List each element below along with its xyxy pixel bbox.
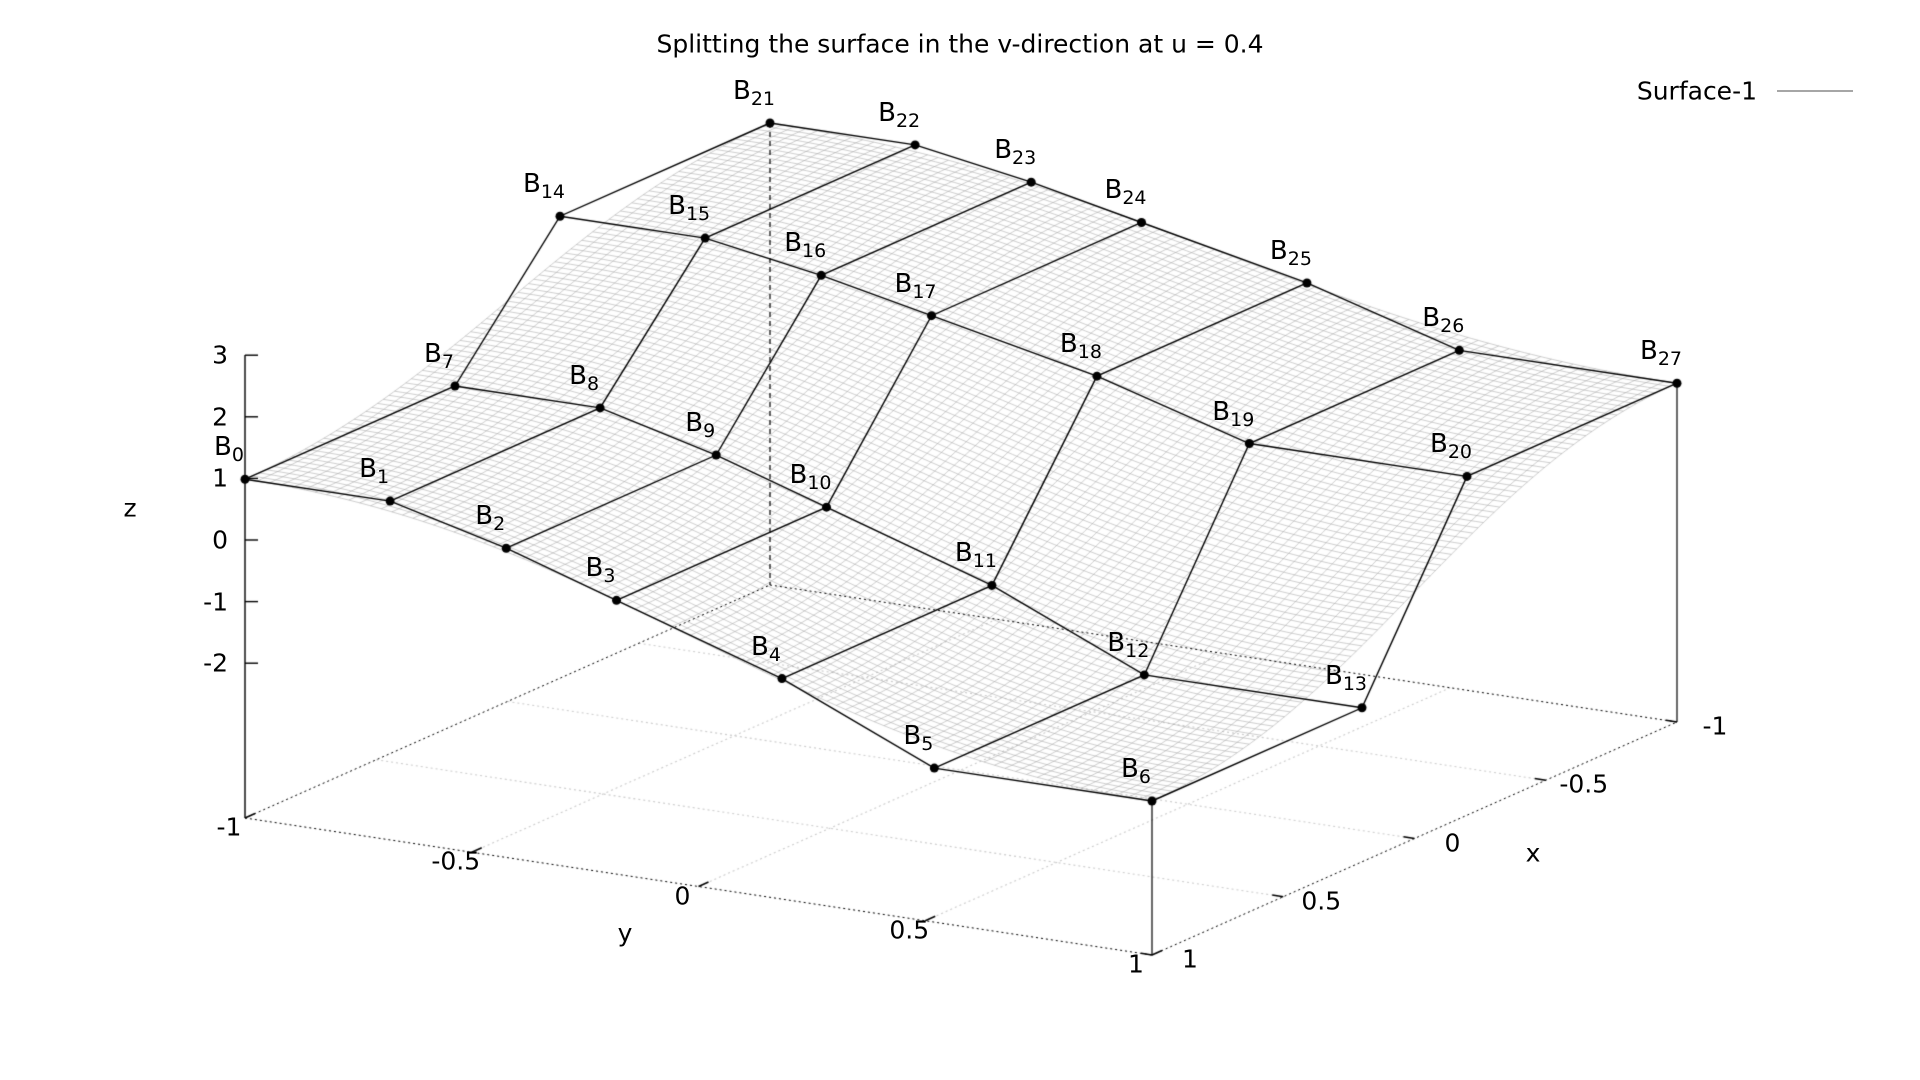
z-tick-label-2: 2 xyxy=(212,402,228,432)
control-point-label-B13: B13 xyxy=(1324,660,1368,695)
control-point-label-B24: B24 xyxy=(1104,175,1147,210)
y-tick-label-0.5: 0.5 xyxy=(889,915,930,945)
control-point-label-B27: B27 xyxy=(1639,336,1683,371)
y-tick-label-0: 0 xyxy=(674,881,691,910)
x-tick-label-0: 0 xyxy=(1444,828,1461,857)
legend-label-surface-1: Surface-1 xyxy=(1636,76,1757,106)
control-point-label-B8: B8 xyxy=(569,360,600,396)
control-point-label-B7: B7 xyxy=(424,339,454,374)
control-point-label-B20: B20 xyxy=(1429,429,1473,464)
z-tick-label-0: 0 xyxy=(212,525,228,555)
control-point-label-B22: B22 xyxy=(878,97,921,133)
y-tick-label--1: -1 xyxy=(216,812,242,842)
control-point-label-B21: B21 xyxy=(732,76,776,111)
control-point-label-B12: B12 xyxy=(1107,627,1150,663)
y-tick-label--0.5: -0.5 xyxy=(431,846,481,876)
z-axis-label: z xyxy=(123,493,137,523)
z-tick-label--1: -1 xyxy=(203,587,228,617)
control-point-label-B6: B6 xyxy=(1121,754,1151,789)
control-point-label-B4: B4 xyxy=(750,631,781,666)
x-axis-label: x xyxy=(1525,838,1541,868)
control-point-label-B19: B19 xyxy=(1212,396,1255,431)
x-tick-label--1: -1 xyxy=(1702,711,1728,741)
x-tick-label--0.5: -0.5 xyxy=(1559,769,1609,799)
control-point-label-B17: B17 xyxy=(894,268,937,303)
control-point-label-B15: B15 xyxy=(668,191,711,226)
control-point-label-B23: B23 xyxy=(994,135,1037,170)
z-tick-label-1: 1 xyxy=(212,463,228,493)
z-tick-label-3: 3 xyxy=(212,340,228,370)
control-point-label-B9: B9 xyxy=(685,408,716,443)
chart-title: Splitting the surface in the v-direction… xyxy=(656,29,1264,59)
control-point-label-B2: B2 xyxy=(475,501,506,536)
control-point-label-B14: B14 xyxy=(522,169,566,204)
control-point-label-B0: B0 xyxy=(214,432,244,467)
control-point-label-B18: B18 xyxy=(1059,329,1102,364)
x-tick-label-0.5: 0.5 xyxy=(1301,886,1342,916)
control-point-label-B25: B25 xyxy=(1269,235,1312,271)
z-tick-label--2: -2 xyxy=(203,648,228,678)
legend-line-sample xyxy=(1777,90,1853,92)
x-tick-label-1: 1 xyxy=(1182,944,1198,974)
control-point-label-B16: B16 xyxy=(784,228,827,263)
control-point-label-B11: B11 xyxy=(954,538,997,573)
control-point-label-B5: B5 xyxy=(903,721,934,756)
control-point-label-B26: B26 xyxy=(1422,303,1465,338)
control-point-label-B3: B3 xyxy=(585,553,616,588)
y-tick-label-1: 1 xyxy=(1128,949,1144,979)
y-axis-label: y xyxy=(617,918,633,948)
control-point-label-B10: B10 xyxy=(789,460,832,495)
control-point-label-B1: B1 xyxy=(359,454,390,489)
